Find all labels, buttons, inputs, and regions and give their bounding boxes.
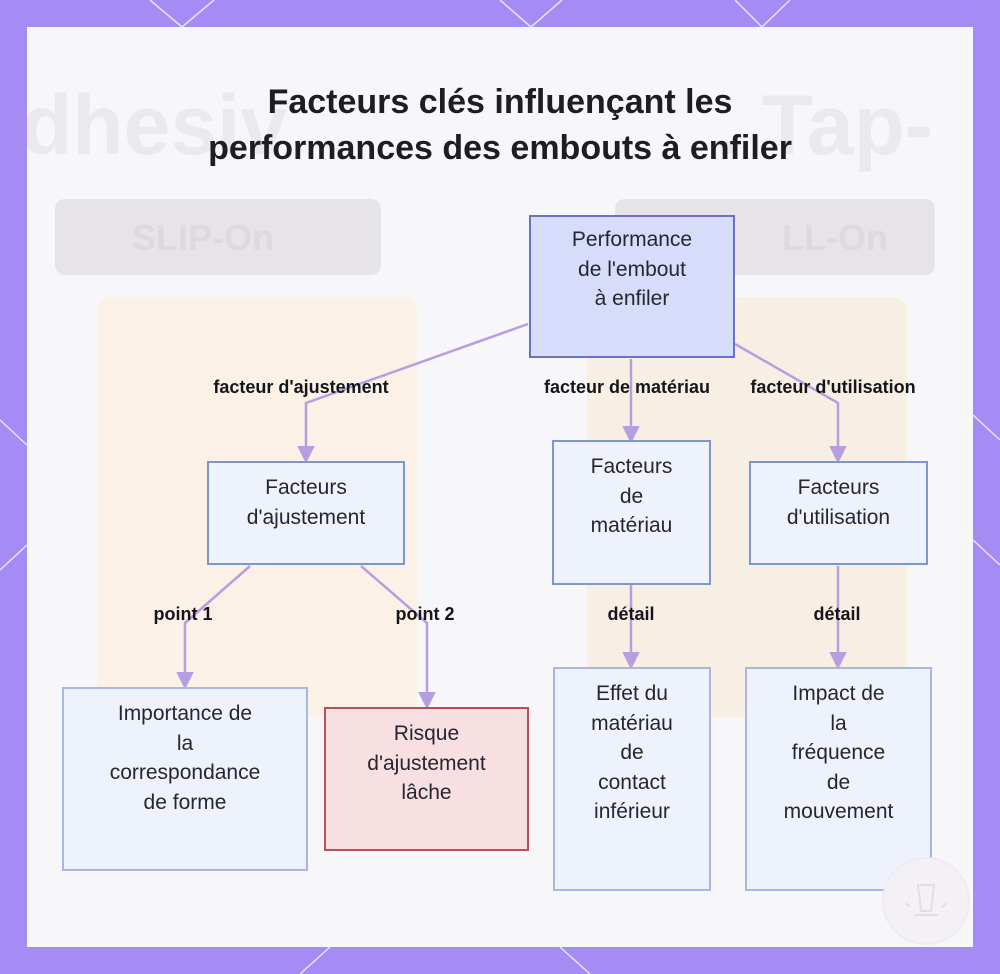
node-shape-line: la [176,731,194,755]
edge-label-fit: facteur d'ajustement [213,377,389,397]
node-shape-line: Importance de [117,702,253,725]
node-root-line: de l'embout [578,257,686,281]
background-word-right: . Tap- [715,78,933,172]
node-root-line: Performance [571,228,693,251]
title-line-2: performances des embouts à enfiler [208,129,792,167]
node-contact-line: matériau [591,711,673,735]
background-label-right-text: LL-On [782,217,888,258]
node-material: Facteurs de matériau [552,440,711,585]
node-fit-line: d'ajustement [246,505,366,529]
watermark-badge-icon [882,857,970,945]
node-frequency: Impact de la fréquence de mouvement [745,667,932,891]
node-shape-line: de forme [143,790,227,814]
node-root: Performance de l'embout à enfiler [529,215,735,358]
node-usage-line: d'utilisation [786,505,891,529]
node-usage: Facteurs d'utilisation [749,461,928,565]
node-root-line: à enfiler [594,287,670,310]
node-material-line: matériau [590,514,673,537]
diagram-title: Facteurs clés influençant les performanc… [27,79,973,171]
node-contact-line: contact [598,770,666,794]
node-loose-line: Risque [393,722,460,745]
diagram-edges [176,322,847,710]
background-label-left [55,199,381,275]
canvas: dhesiv . Tap- SLIP-On LL-On Facteurs clé… [27,27,973,947]
node-contact-line: inférieur [594,800,670,823]
edge-root-fit [297,322,529,464]
node-loose-line: d'ajustement [367,751,486,775]
node-usage-line: Facteurs [797,476,880,499]
node-frequency-line: de [826,770,851,794]
node-contact-material: Effet du matériau de contact inférieur [553,667,711,891]
edge-label-point2: point 2 [395,604,455,624]
edge-fit-loose [360,565,436,710]
node-shape: Importance de la correspondance de forme [62,687,308,871]
node-frequency-line: mouvement [783,800,894,823]
node-contact-line: de [620,741,644,764]
title-line-1: Facteurs clés influençant les [267,83,733,121]
background-label-left-text: SLIP-On [132,217,274,258]
node-fit: Facteurs d'ajustement [207,461,405,565]
node-material-line: Facteurs [590,455,673,478]
node-shape-line: correspondance [109,761,261,784]
edge-label-usage: facteur d'utilisation [750,377,916,397]
node-contact-line: Effet du [595,682,668,705]
edge-root-usage [734,342,847,464]
node-fit-line: Facteurs [265,476,347,499]
node-frequency-line: Impact de [792,682,885,705]
node-loose-fit-risk: Risque d'ajustement lâche [324,707,529,851]
node-frequency-line: fréquence [791,741,886,764]
node-loose-line: lâche [401,781,452,804]
edge-label-point1: point 1 [153,604,213,624]
edge-label-detail-usage: détail [813,604,861,624]
edge-label-detail-material: détail [607,604,655,624]
edge-fit-shape [176,565,251,690]
node-frequency-line: la [830,711,847,735]
background-word-left: dhesiv [27,78,288,172]
node-material-line: de [619,484,644,508]
edge-label-material: facteur de matériau [543,377,711,397]
